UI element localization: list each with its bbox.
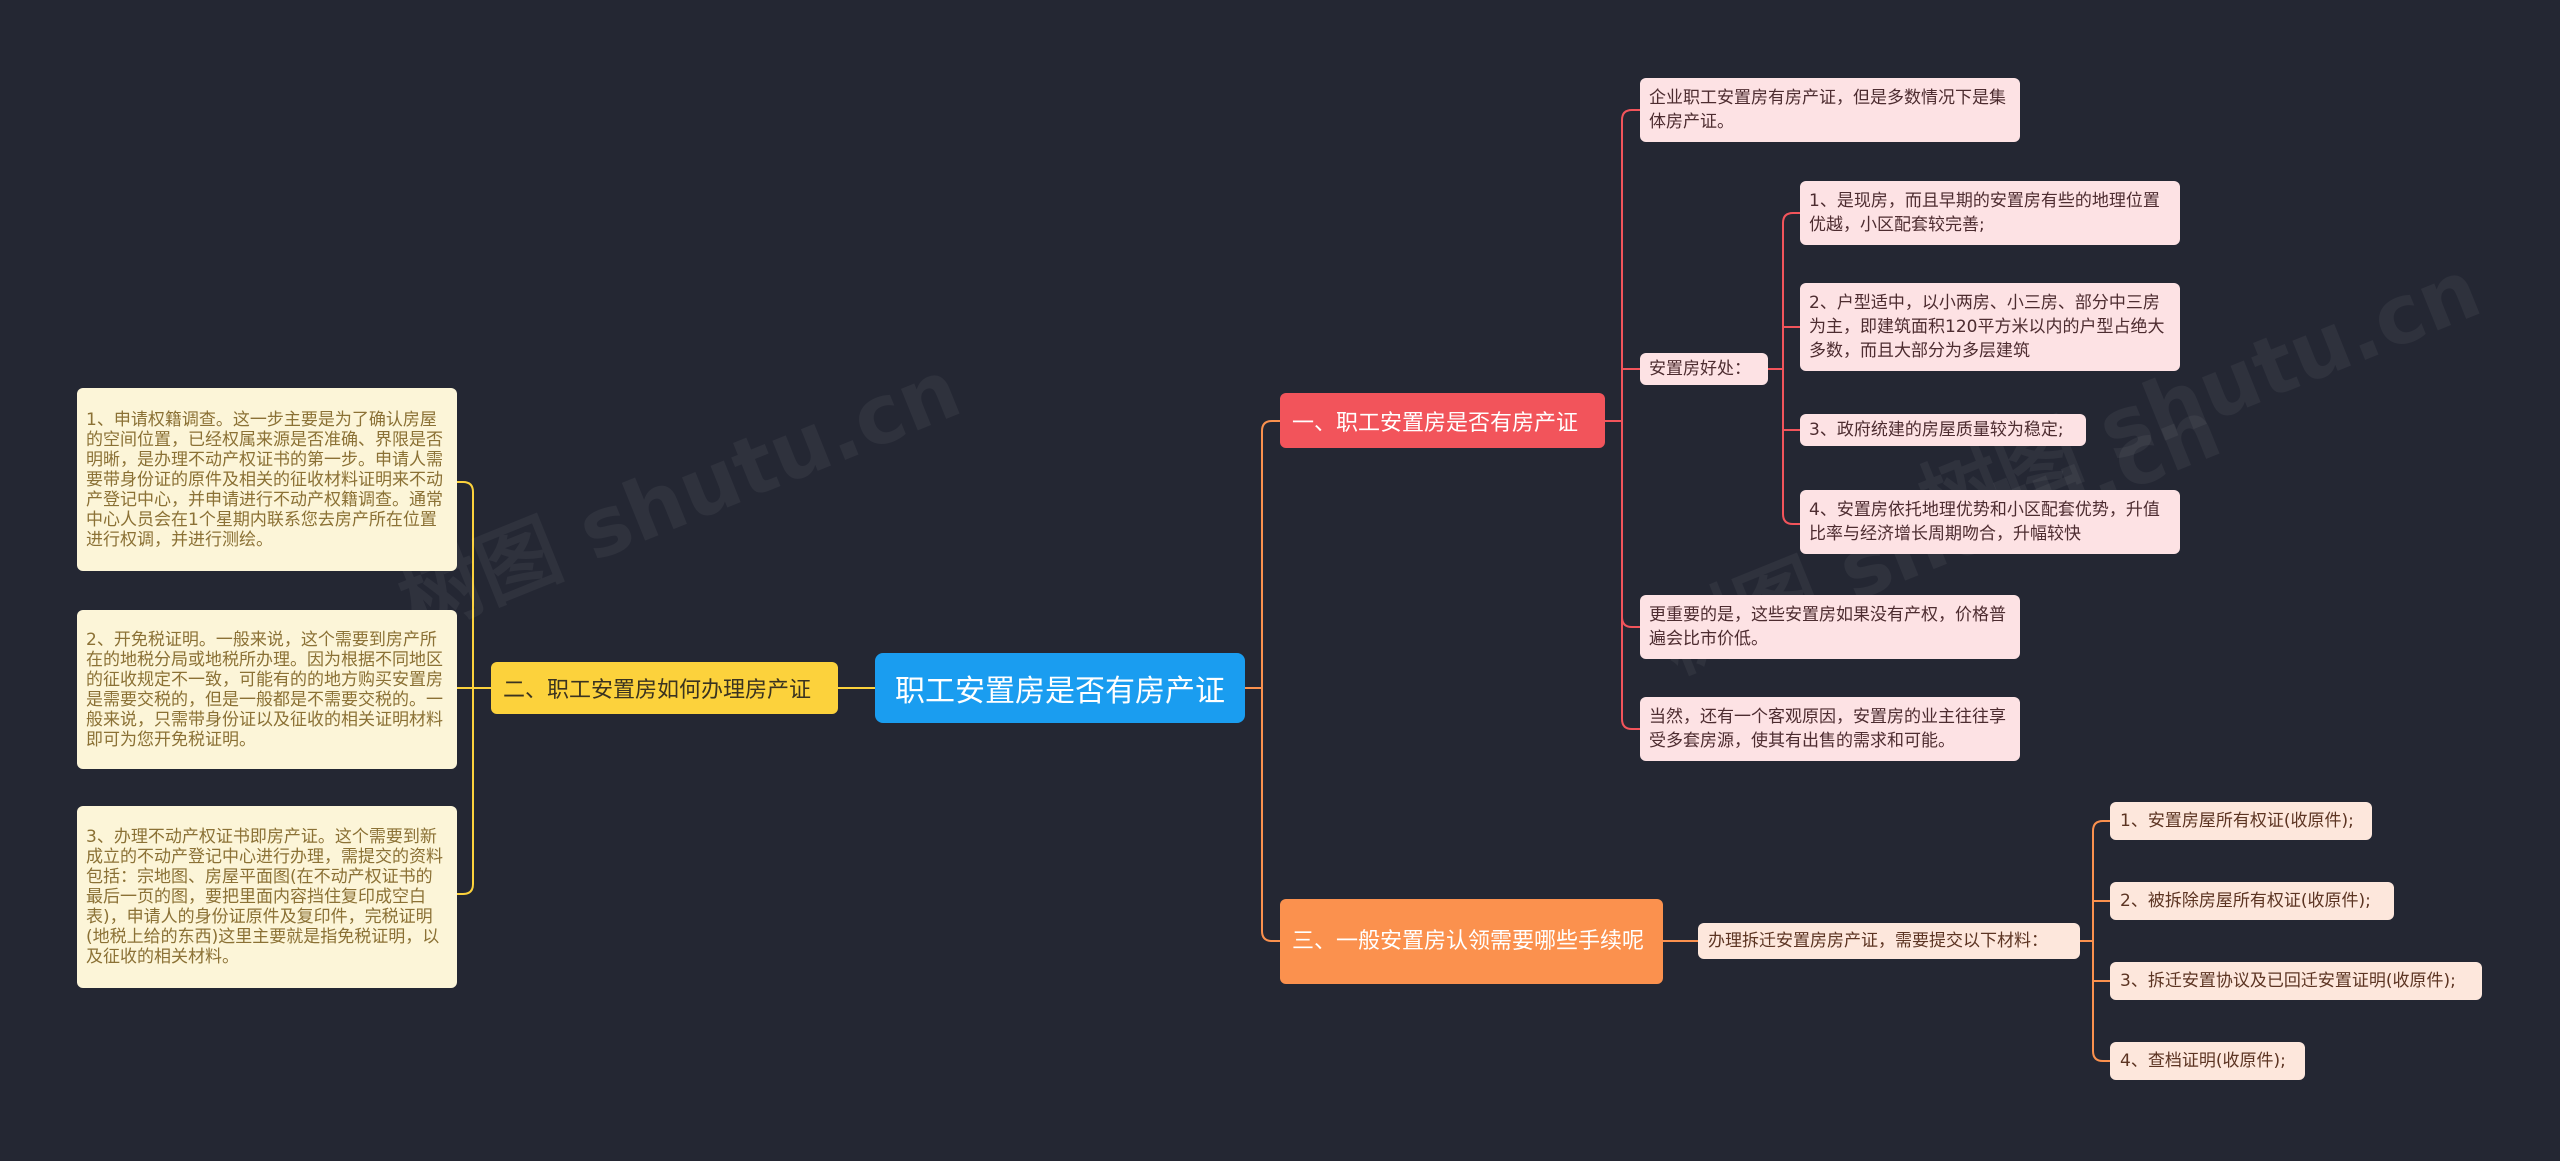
item-text: 3、政府统建的房屋质量较为稳定; xyxy=(1809,420,2064,440)
branch3-item[interactable]: 3、拆迁安置协议及已回迁安置证明(收原件); xyxy=(2110,962,2482,1000)
benefit-item[interactable]: 1、是现房，而且早期的安置房有些的地理位置优越，小区配套较完善; xyxy=(1800,181,2180,245)
item-text: 企业职工安置房有房产证，但是多数情况下是集体房产证。 xyxy=(1649,88,2006,132)
link-root-branch3 xyxy=(1245,687,1280,942)
branch-label: 二、职工安置房如何办理房产证 xyxy=(503,678,812,703)
branch3-item[interactable]: 1、安置房屋所有权证(收原件); xyxy=(2110,802,2372,840)
link-benefits xyxy=(1768,212,1800,525)
benefit-item[interactable]: 2、户型适中，以小两房、小三房、部分中三房为主，即建筑面积120平方米以内的户型… xyxy=(1800,283,2180,371)
benefit-item[interactable]: 3、政府统建的房屋质量较为稳定; xyxy=(1800,414,2086,446)
item-text: 当然，还有一个客观原因，安置房的业主往往享受多套房源，使其有出售的需求和可能。 xyxy=(1649,707,2006,751)
branch3-item[interactable]: 4、查档证明(收原件); xyxy=(2110,1042,2305,1080)
link-branch3-items xyxy=(2080,820,2110,1062)
item-text: 1、申请权籍调查。这一步主要是为了确认房屋的空间位置，已经权属来源是否准确、界限… xyxy=(86,409,443,550)
benefit-item[interactable]: 4、安置房依托地理优势和小区配套优势，升值比率与经济增长周期吻合，升幅较快 xyxy=(1800,490,2180,554)
branch1-item[interactable]: 更重要的是，这些安置房如果没有产权，价格普遍会比市价低。 xyxy=(1640,595,2020,659)
item-text: 3、拆迁安置协议及已回迁安置证明(收原件); xyxy=(2120,971,2456,991)
item-text: 安置房好处： xyxy=(1649,359,1751,379)
item-text: 4、安置房依托地理优势和小区配套优势，升值比率与经济增长周期吻合，升幅较快 xyxy=(1809,500,2160,544)
branch1-item[interactable]: 当然，还有一个客观原因，安置房的业主往往享受多套房源，使其有出售的需求和可能。 xyxy=(1640,697,2020,761)
branch1-item-benefits[interactable]: 安置房好处： xyxy=(1640,353,1768,385)
branch1-item[interactable]: 企业职工安置房有房产证，但是多数情况下是集体房产证。 xyxy=(1640,78,2020,142)
link-root-branch1 xyxy=(1245,420,1280,689)
item-text: 办理拆迁安置房房产证，需要提交以下材料： xyxy=(1708,931,2048,951)
root-label: 职工安置房是否有房产证 xyxy=(895,674,1225,709)
branch-label: 一、职工安置房是否有房产证 xyxy=(1292,410,1579,436)
branch2-item[interactable]: 1、申请权籍调查。这一步主要是为了确认房屋的空间位置，已经权属来源是否准确、界限… xyxy=(77,388,457,571)
branch2-item[interactable]: 2、开免税证明。一般来说，这个需要到房产所在的地税分局或地税所办理。因为根据不同… xyxy=(77,610,457,769)
item-text: 1、安置房屋所有权证(收原件); xyxy=(2120,811,2354,831)
branch-node-3[interactable]: 三、一般安置房认领需要哪些手续呢 xyxy=(1280,899,1663,984)
branch-node-1[interactable]: 一、职工安置房是否有房产证 xyxy=(1280,393,1605,448)
item-text: 1、是现房，而且早期的安置房有些的地理位置优越，小区配套较完善; xyxy=(1809,191,2160,235)
root-node[interactable]: 职工安置房是否有房产证 xyxy=(875,653,1245,723)
item-text: 4、查档证明(收原件); xyxy=(2120,1051,2286,1071)
branch3-sub[interactable]: 办理拆迁安置房房产证，需要提交以下材料： xyxy=(1698,923,2080,959)
item-text: 2、户型适中，以小两房、小三房、部分中三房为主，即建筑面积120平方米以内的户型… xyxy=(1809,293,2165,361)
link-branch2-leaves xyxy=(457,481,491,895)
item-text: 2、被拆除房屋所有权证(收原件); xyxy=(2120,891,2371,911)
link-branch1-items xyxy=(1605,109,1640,730)
item-text: 2、开免税证明。一般来说，这个需要到房产所在的地税分局或地税所办理。因为根据不同… xyxy=(86,629,443,750)
branch-node-2[interactable]: 二、职工安置房如何办理房产证 xyxy=(491,662,838,714)
item-text: 3、办理不动产权证书即房产证。这个需要到新成立的不动产登记中心进行办理，需提交的… xyxy=(86,827,443,967)
item-text: 更重要的是，这些安置房如果没有产权，价格普遍会比市价低。 xyxy=(1649,605,2006,649)
branch2-item[interactable]: 3、办理不动产权证书即房产证。这个需要到新成立的不动产登记中心进行办理，需提交的… xyxy=(77,806,457,988)
branch3-item[interactable]: 2、被拆除房屋所有权证(收原件); xyxy=(2110,882,2394,920)
branch-label: 三、一般安置房认领需要哪些手续呢 xyxy=(1292,928,1645,954)
